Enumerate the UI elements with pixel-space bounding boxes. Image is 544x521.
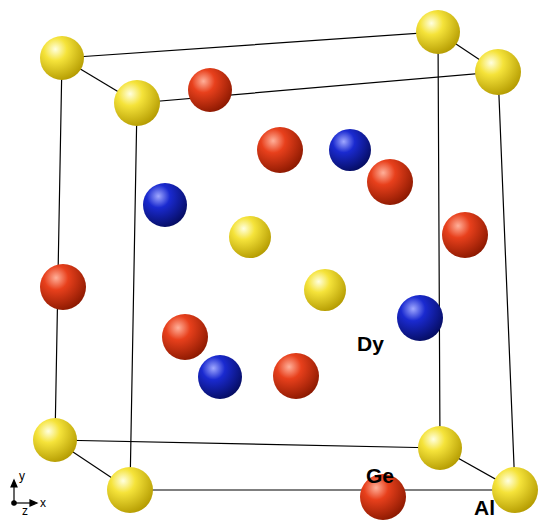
axis-label: y — [19, 470, 25, 482]
axis-triad — [11, 480, 37, 506]
axis-label: x — [40, 497, 46, 509]
cell-edges — [55, 32, 515, 490]
element-label: Ge — [366, 465, 394, 486]
element-label: Dy — [357, 333, 384, 354]
atoms — [33, 10, 538, 520]
axis-label: z — [22, 505, 28, 517]
element-label: Al — [474, 497, 495, 518]
